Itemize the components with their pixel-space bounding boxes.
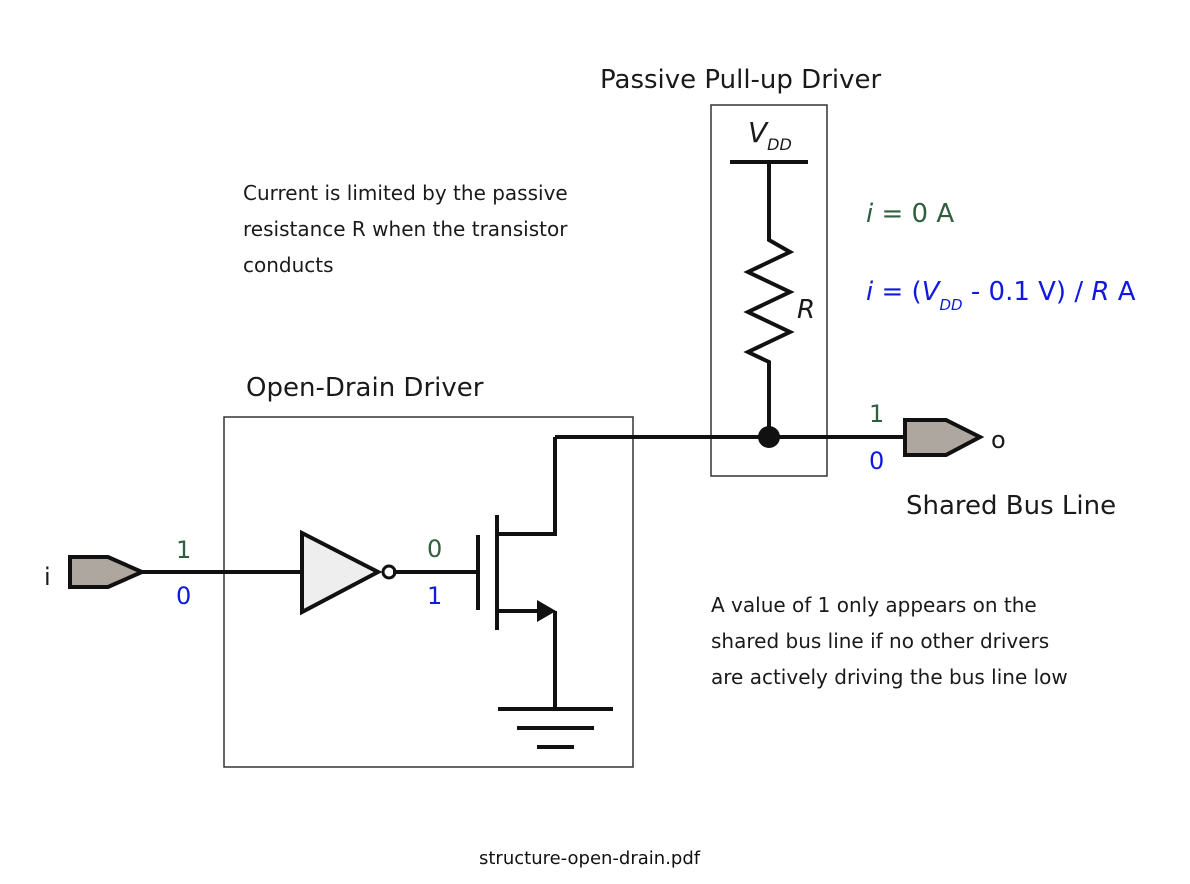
input-name: i (44, 563, 51, 591)
pullup-title: Passive Pull-up Driver (600, 65, 881, 95)
current-equation-high: i = 0 A (866, 199, 954, 229)
eq-post: - 0.1 V) / (963, 277, 1092, 307)
note-line: Current is limited by the passive (243, 181, 568, 205)
pullup-box (710, 104, 828, 477)
current-equation-low: i = (VDD - 0.1 V) / R A (866, 277, 1136, 314)
eq-var: i (866, 277, 874, 307)
bus-value-note: A value of 1 only appears on the shared … (711, 593, 1068, 689)
vdd-sub: DD (767, 135, 792, 154)
resistor-icon (743, 162, 795, 437)
eq-var: i (866, 199, 874, 229)
output-name: o (991, 426, 1006, 454)
eq-vdd-sub: DD (940, 296, 963, 314)
open-drain-box (223, 416, 634, 768)
note-line: shared bus line if no other drivers (711, 629, 1049, 653)
eq-unit: A (1109, 277, 1135, 307)
input-state-low: 0 (176, 582, 191, 610)
eq-pre: = ( (873, 277, 921, 307)
note-line: resistance R when the transistor (243, 217, 568, 241)
output-state-high: 1 (869, 400, 884, 428)
input-pin-icon[interactable] (68, 555, 147, 589)
note-line: A value of 1 only appears on the (711, 593, 1037, 617)
resistor-label: R (797, 295, 815, 325)
shared-bus-line-label: Shared Bus Line (906, 491, 1116, 521)
gate-state-high: 0 (427, 535, 442, 563)
open-drain-title: Open-Drain Driver (246, 373, 484, 403)
inverter-icon (300, 529, 383, 616)
vdd-label: VDD (748, 116, 792, 154)
eq-rest: = 0 A (873, 199, 954, 229)
ground-icon (498, 707, 613, 749)
gate-state-low: 1 (427, 582, 442, 610)
eq-vdd: V (922, 277, 942, 307)
input-state-high: 1 (176, 536, 191, 564)
output-pin-icon[interactable] (903, 418, 985, 457)
note-line: are actively driving the bus line low (711, 665, 1068, 689)
eq-r: R (1091, 277, 1109, 307)
nmos-transistor-icon (476, 437, 557, 709)
note-line: conducts (243, 253, 334, 277)
current-limit-note: Current is limited by the passive resist… (243, 181, 568, 277)
file-caption: structure-open-drain.pdf (479, 848, 701, 869)
vdd-main: V (748, 116, 769, 149)
output-state-low: 0 (869, 447, 884, 475)
